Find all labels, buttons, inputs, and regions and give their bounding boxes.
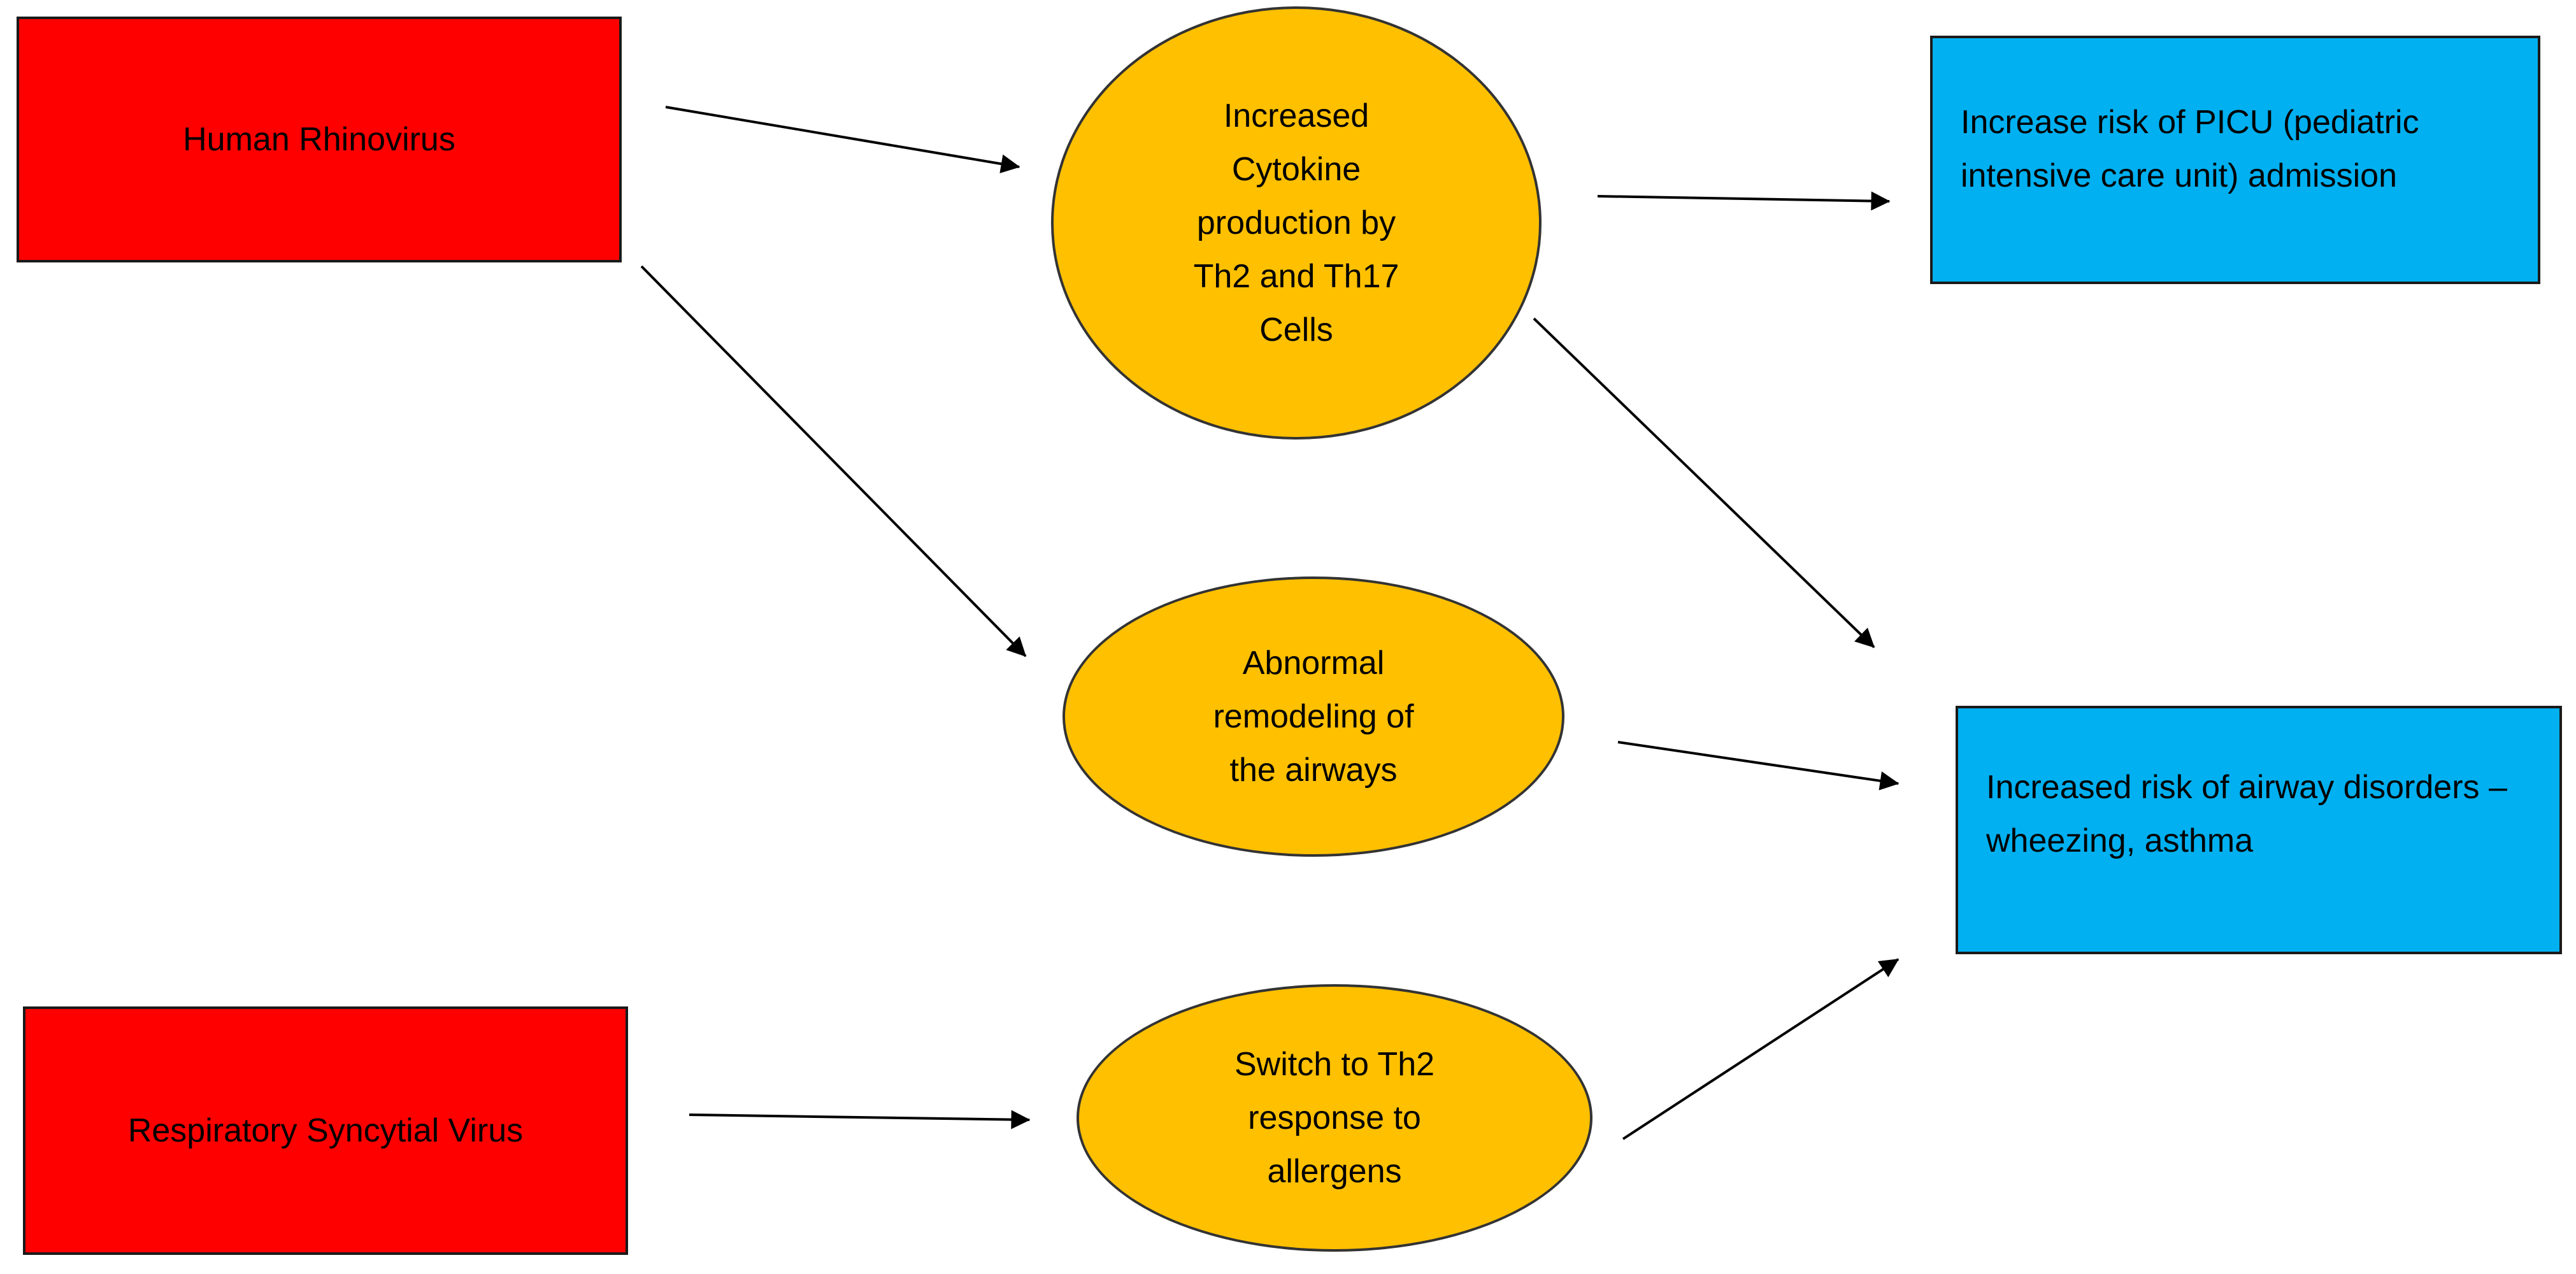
airway-disorder-risk-label: Increased risk of airway disorders – whe… (1986, 769, 2507, 859)
picu-risk-label: Increase risk of PICU (pediatric intensi… (1961, 104, 2419, 194)
human-rhinovirus-label: Human Rhinovirus (183, 121, 455, 158)
arrow-cytokine-to-airway (1533, 317, 1875, 648)
arrow-rhinovirus-to-remodeling (640, 265, 1027, 657)
respiratory-syncytial-virus-label: Respiratory Syncytial Virus (127, 1112, 524, 1149)
respiratory-syncytial-virus-box: Respiratory Syncytial Virus (23, 1006, 628, 1255)
th2-switch-label: Switch to Th2 response to allergens (1234, 1046, 1435, 1190)
arrow-cytokine-to-picu (1597, 191, 1891, 211)
arrow-remodeling-to-airway (1617, 741, 1900, 791)
arrow-th2-to-airway (1622, 958, 1900, 1140)
airway-remodeling-oval: Abnormal remodeling of the airways (1063, 576, 1564, 857)
th2-switch-oval: Switch to Th2 response to allergens (1077, 984, 1592, 1252)
airway-disorder-risk-box: Increased risk of airway disorders – whe… (1956, 706, 2562, 954)
arrow-rhinovirus-to-cytokine (665, 106, 1020, 174)
airway-remodeling-label: Abnormal remodeling of the airways (1213, 645, 1414, 789)
human-rhinovirus-box: Human Rhinovirus (17, 17, 622, 262)
cytokine-production-oval: Increased Cytokine production by Th2 and… (1051, 6, 1542, 440)
cytokine-production-label: Increased Cytokine production by Th2 and… (1193, 97, 1399, 348)
picu-risk-box: Increase risk of PICU (pediatric intensi… (1930, 36, 2540, 284)
arrow-rsv-to-th2 (689, 1110, 1031, 1129)
